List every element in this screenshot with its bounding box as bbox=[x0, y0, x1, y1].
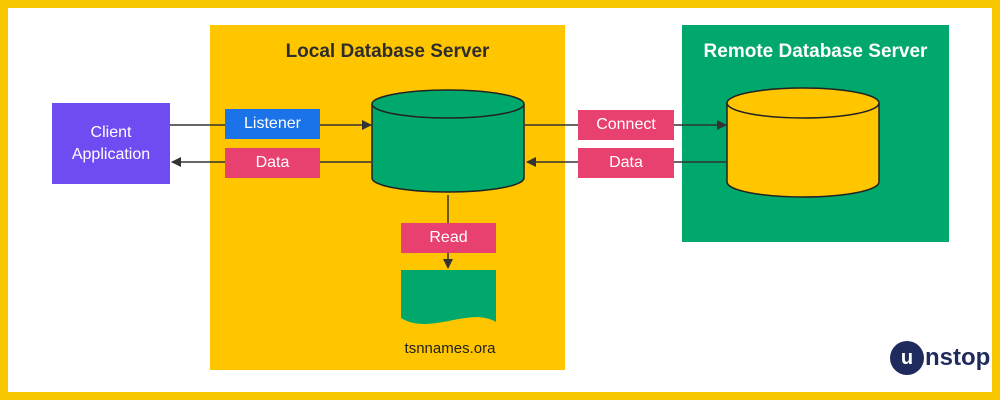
local-database-icon bbox=[371, 89, 525, 193]
local-server-title: Local Database Server bbox=[285, 41, 490, 62]
read-tag: Read bbox=[401, 223, 496, 253]
client-label-line1: Client bbox=[90, 123, 132, 141]
client-label-line2: Application bbox=[71, 145, 151, 163]
listener-tag: Listener bbox=[225, 109, 320, 139]
logo-rest: nstop bbox=[925, 344, 991, 371]
remote-server-title: Remote Database Server bbox=[703, 41, 928, 62]
remote-database-server: Remote Database Server bbox=[682, 25, 949, 242]
file-document-icon bbox=[401, 270, 496, 324]
logo-u-circle: u bbox=[890, 341, 924, 375]
local-database-server: Local Database Server bbox=[210, 25, 565, 370]
remote-database-icon bbox=[726, 87, 880, 198]
connect-tag: Connect bbox=[578, 110, 674, 140]
data-tag-left: Data bbox=[225, 148, 320, 178]
data-tag-right: Data bbox=[578, 148, 674, 178]
client-application-box: Client Application bbox=[52, 103, 170, 184]
file-label: tsnnames.ora bbox=[404, 340, 496, 357]
